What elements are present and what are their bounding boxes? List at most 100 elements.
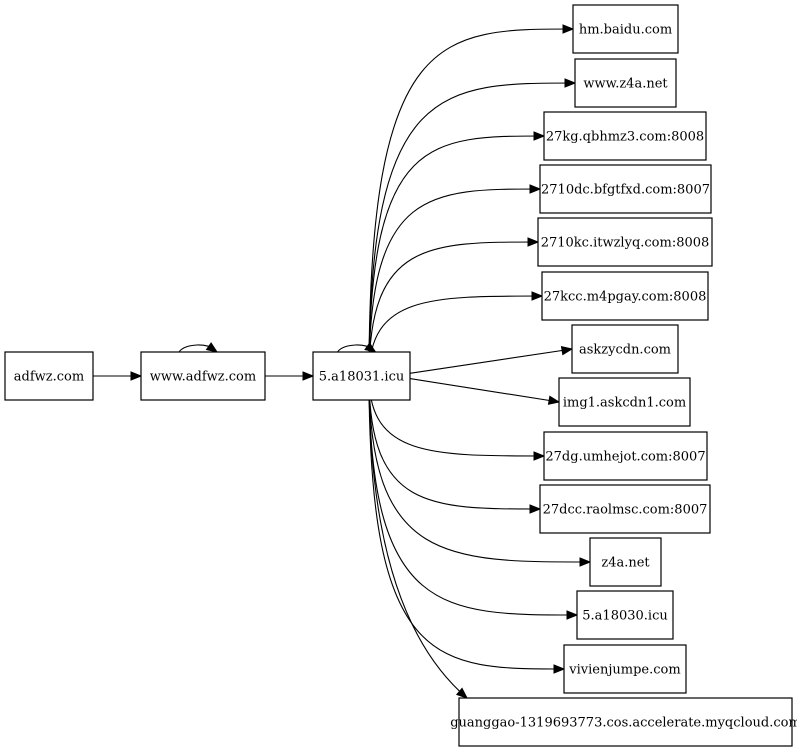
node-label: guanggao-1319693773.cos.accelerate.myqcl…: [450, 716, 797, 731]
node-box: [589, 537, 662, 587]
node-img1-askcdn1-com[interactable]: img1.askcdn1.com: [558, 377, 691, 427]
edge-line: [368, 375, 591, 563]
node-box: [572, 4, 679, 54]
edge-5-a18031-icu-to-2710dc-bfgtfxd-com-8007: [368, 184, 542, 377]
node-box: [558, 377, 691, 427]
node-label: 27kg.qbhmz3.com:8008: [546, 130, 704, 145]
node-vivienjumpe-com[interactable]: vivienjumpe.com: [563, 644, 687, 694]
edge-5-a18031-icu-to-hm-baidu-com: [368, 24, 575, 377]
node-label: z4a.net: [601, 556, 650, 571]
nodes-layer: adfwz.com www.adfwz.com 5.a18031.icu hm.bai…: [4, 4, 797, 747]
node-label: 27kcc.m4pgay.com:8008: [544, 290, 707, 305]
edge-line: [368, 82, 576, 377]
node-box: [537, 217, 713, 267]
arrowhead-icon: [455, 687, 469, 699]
node-27dg-umhejot-com-8007[interactable]: 27dg.umhejot.com:8007: [543, 431, 708, 481]
arrowhead-icon: [529, 184, 542, 194]
node-www-z4a-net[interactable]: www.z4a.net: [574, 58, 677, 108]
node-label: 27dg.umhejot.com:8007: [545, 450, 705, 465]
edge-line: [368, 295, 543, 377]
node-box: [312, 351, 411, 401]
edge-line: [409, 378, 560, 403]
edge-5-a18031-icu-to-www-z4a-net: [368, 78, 577, 377]
edge-adfwz-com-to-www-adfwz-com: [93, 371, 143, 381]
node-hm-baidu-com[interactable]: hm.baidu.com: [572, 4, 679, 54]
node-box: [458, 697, 793, 747]
edge-line: [368, 375, 565, 670]
node-5-a18031-icu[interactable]: 5.a18031.icu: [312, 351, 411, 401]
node-27dcc-raolmsc-com-8007[interactable]: 27dcc.raolmsc.com:8007: [539, 484, 711, 534]
node-adfwz-com[interactable]: adfwz.com: [4, 351, 94, 401]
edge-5-a18031-icu-to-27dg-umhejot-com-8007: [368, 375, 546, 461]
node-27kcc-m4pgay-com-8008[interactable]: 27kcc.m4pgay.com:8008: [541, 271, 709, 321]
node-5-a18030-icu[interactable]: 5.a18030.icu: [576, 590, 674, 640]
edge-5-a18031-icu-to-2710kc-itwzlyq-com-8008: [368, 237, 540, 377]
arrowhead-icon: [553, 664, 566, 674]
arrowhead-icon: [302, 371, 315, 381]
edge-www-adfwz-com-to-5-a18031-icu: [265, 371, 315, 381]
node-label: www.z4a.net: [583, 77, 668, 92]
node-2710kc-itwzlyq-com-8008[interactable]: 2710kc.itwzlyq.com:8008: [537, 217, 713, 267]
node-box: [543, 111, 707, 161]
node-2710dc-bfgtfxd-com-8007[interactable]: 2710dc.bfgtfxd.com:8007: [539, 164, 712, 214]
arrowhead-icon: [562, 24, 575, 34]
node-www-adfwz-com[interactable]: www.adfwz.com: [140, 351, 266, 401]
edge-line: [368, 375, 545, 457]
edge-5-a18031-icu-to-27dcc-raolmsc-com-8007: [368, 375, 542, 514]
node-box: [571, 324, 679, 374]
node-label: vivienjumpe.com: [568, 663, 680, 678]
node-box: [539, 484, 711, 534]
node-box: [574, 58, 677, 108]
node-box: [539, 164, 712, 214]
node-label: 5.a18031.icu: [319, 370, 404, 385]
edge-5-a18031-icu-to-guanggao-1319693773-cos-accelerate-myqcloud-com: [368, 375, 469, 699]
node-askzycdn-com[interactable]: askzycdn.com: [571, 324, 679, 374]
edge-line: [368, 135, 545, 377]
node-z4a-net[interactable]: z4a.net: [589, 537, 662, 587]
arrowhead-icon: [130, 371, 143, 381]
node-label: hm.baidu.com: [579, 23, 672, 38]
node-label: adfwz.com: [14, 370, 84, 385]
node-box: [4, 351, 94, 401]
node-label: www.adfwz.com: [150, 370, 256, 385]
node-label: 27dcc.raolmsc.com:8007: [543, 503, 708, 518]
node-label: askzycdn.com: [579, 343, 671, 358]
arrowhead-icon: [560, 346, 574, 356]
arrowhead-icon: [533, 451, 546, 461]
arrowhead-icon: [531, 291, 544, 301]
edge-5-a18031-icu-to-27kcc-m4pgay-com-8008: [368, 291, 544, 377]
arrowhead-icon: [547, 395, 561, 405]
edge-line: [368, 375, 468, 699]
edge-line: [368, 375, 541, 510]
edge-5-a18031-icu-to-27kg-qbhmz3-com-8008: [368, 131, 546, 377]
arrowhead-icon: [564, 78, 577, 88]
edges-layer: [93, 24, 592, 699]
edge-5-a18031-icu-to-z4a-net: [368, 375, 592, 567]
edge-line: [368, 188, 541, 377]
node-box: [576, 590, 674, 640]
node-27kg-qbhmz3-com-8008[interactable]: 27kg.qbhmz3.com:8008: [543, 111, 707, 161]
node-box: [140, 351, 266, 401]
edge-5-a18031-icu-to-vivienjumpe-com: [368, 375, 566, 674]
arrowhead-icon: [527, 237, 540, 247]
node-label: 5.a18030.icu: [582, 609, 667, 624]
edge-line: [368, 241, 539, 377]
node-box: [543, 431, 708, 481]
arrowhead-icon: [205, 342, 219, 353]
node-label: 2710kc.itwzlyq.com:8008: [541, 236, 710, 251]
node-guanggao-1319693773-cos-accelerate-myqcloud-com[interactable]: guanggao-1319693773.cos.accelerate.myqcl…: [450, 697, 797, 747]
edge-www-adfwz-com-to-www-adfwz-com: [178, 342, 219, 353]
arrowhead-icon: [566, 610, 579, 620]
arrowhead-icon: [579, 557, 592, 567]
edge-5-a18031-icu-to-img1-askcdn1-com: [409, 378, 561, 405]
node-box: [563, 644, 687, 694]
node-box: [541, 271, 709, 321]
edge-line: [409, 348, 573, 374]
arrowhead-icon: [529, 504, 542, 514]
node-label: img1.askcdn1.com: [563, 396, 686, 411]
edge-line: [368, 28, 574, 377]
edge-5-a18031-icu-to-askzycdn-com: [409, 346, 574, 374]
arrowhead-icon: [533, 131, 546, 141]
node-label: 2710dc.bfgtfxd.com:8007: [541, 183, 710, 198]
